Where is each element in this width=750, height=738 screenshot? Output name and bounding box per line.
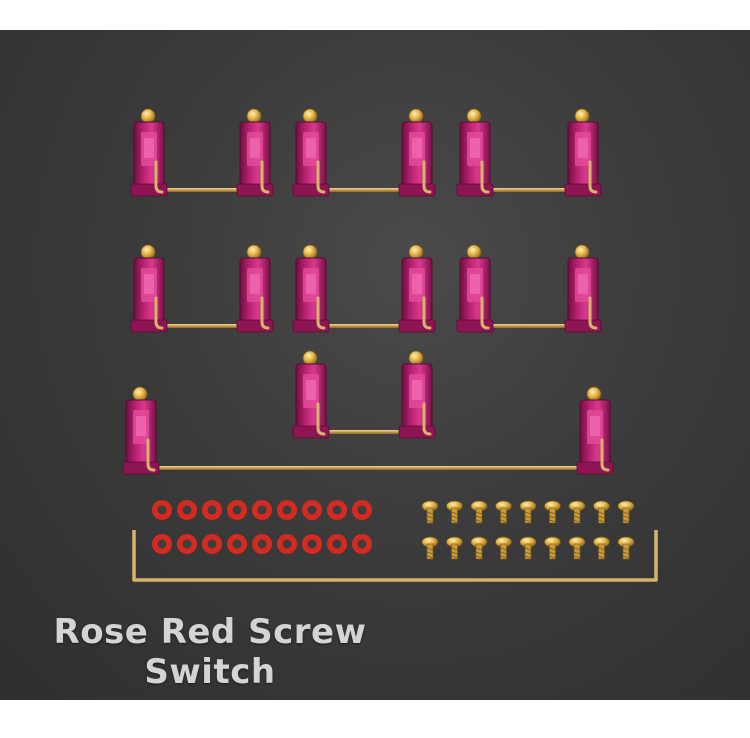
- gold-screw: [470, 500, 488, 524]
- product-photo: [0, 30, 750, 700]
- stabilizer-pair-left-housing: [291, 243, 331, 334]
- stabilizer-pair-left-housing: [129, 243, 169, 334]
- gold-screw: [544, 500, 561, 524]
- stabilizer-pair-wire: [318, 430, 412, 434]
- stabilizer-pair-right-housing: [563, 243, 603, 334]
- red-washer: [177, 534, 197, 554]
- red-washer: [277, 534, 297, 554]
- red-washer: [152, 500, 172, 520]
- gold-screw: [544, 536, 561, 560]
- spacebar-stabilizer-left-housing: [121, 385, 161, 476]
- red-washer: [227, 534, 247, 554]
- gold-screw: [446, 500, 463, 524]
- red-washer: [327, 534, 347, 554]
- stabilizer-pair-left-housing: [455, 107, 495, 198]
- red-washer: [327, 500, 347, 520]
- gold-screw: [495, 536, 512, 560]
- stabilizer-kit-illustration: [121, 107, 658, 582]
- stabilizer-pair-right-housing: [235, 107, 275, 198]
- stabilizer-pair-wire: [156, 324, 250, 328]
- stabilizer-pair-wire: [156, 188, 250, 192]
- gold-screw: [593, 536, 610, 560]
- stabilizer-pair-right-housing: [235, 243, 275, 334]
- gold-screw: [446, 536, 463, 560]
- stabilizer-pair-right-housing: [397, 107, 437, 198]
- red-washer: [227, 500, 247, 520]
- red-washer: [277, 500, 297, 520]
- gold-screw: [617, 536, 635, 560]
- gold-screw: [568, 500, 586, 524]
- gold-screw: [470, 536, 488, 560]
- gold-screw: [519, 536, 537, 560]
- stabilizer-pair-right-housing: [563, 107, 603, 198]
- red-washer: [252, 534, 272, 554]
- gold-screw: [568, 536, 586, 560]
- red-washer: [202, 500, 222, 520]
- gold-screw: [421, 536, 439, 560]
- stabilizer-pair-right-housing: [397, 243, 437, 334]
- red-washer: [252, 500, 272, 520]
- gold-screw: [519, 500, 537, 524]
- red-washer: [302, 534, 322, 554]
- stabilizer-pair-wire: [482, 324, 578, 328]
- gold-screw: [617, 500, 635, 524]
- stabilizer-pair-left-housing: [129, 107, 169, 198]
- red-washer: [352, 500, 372, 520]
- spacebar-stabilizer-right-housing: [575, 385, 615, 476]
- red-washer: [202, 534, 222, 554]
- gold-screw: [495, 500, 512, 524]
- stabilizer-pair-left-housing: [455, 243, 495, 334]
- stabilizer-pair-left-housing: [291, 349, 331, 440]
- stabilizer-pair-wire: [318, 324, 412, 328]
- red-washer: [352, 534, 372, 554]
- stabilizer-pair-wire: [482, 188, 578, 192]
- caption-line-1: Rose Red Screw: [53, 612, 367, 652]
- red-washer: [177, 500, 197, 520]
- stabilizer-pair-wire: [318, 188, 412, 192]
- red-washer: [152, 534, 172, 554]
- stabilizer-pair-right-housing: [397, 349, 437, 440]
- product-caption: Rose Red Screw Switch: [30, 612, 390, 692]
- spacebar-stabilizer-wire: [148, 466, 590, 470]
- spare-long-wire: [132, 530, 658, 582]
- gold-screw: [593, 500, 610, 524]
- red-washer: [302, 500, 322, 520]
- gold-screw: [421, 500, 439, 524]
- caption-line-2: Switch: [144, 652, 276, 692]
- stabilizer-pair-left-housing: [291, 107, 331, 198]
